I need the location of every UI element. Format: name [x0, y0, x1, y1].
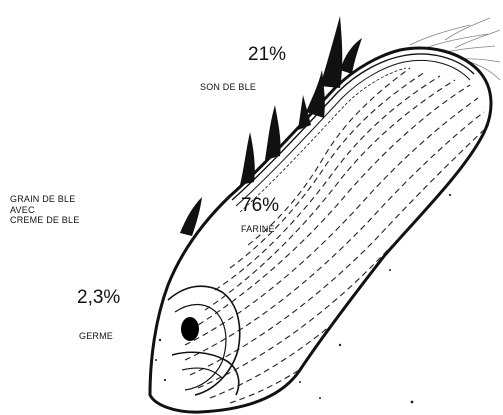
grain-label-line-3: CREME DE BLE [10, 215, 79, 226]
germ-spot [181, 317, 199, 341]
farine-percent: 76% [241, 196, 279, 215]
germe-label: GERME [79, 332, 113, 341]
grain-label-line-1: GRAIN DE BLE [10, 194, 79, 205]
grain-label-line-2: AVEC [10, 205, 79, 216]
son-percent: 21% [248, 45, 286, 64]
farine-label: FARINE [241, 225, 275, 234]
son-label: SON DE BLE [200, 83, 256, 92]
grain-label: GRAIN DE BLE AVEC CREME DE BLE [10, 194, 79, 226]
germe-percent: 2,3% [77, 288, 120, 307]
